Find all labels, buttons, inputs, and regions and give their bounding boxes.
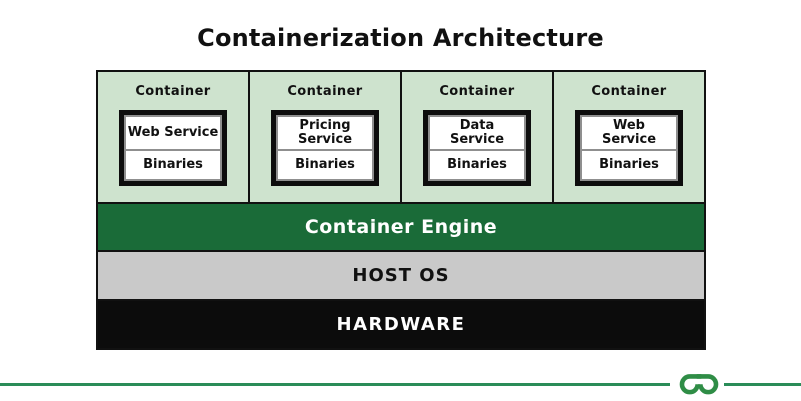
service-box: Web Service Binaries [575, 110, 683, 186]
hardware-layer: HARDWARE [98, 299, 704, 350]
container-label: Container [287, 84, 363, 99]
binaries-label: Binaries [126, 149, 220, 179]
containers-row: Container Web Service Binaries Container… [98, 72, 704, 202]
diagram-title: Containerization Architecture [197, 24, 604, 52]
container-label: Container [439, 84, 515, 99]
host-os-layer: HOST OS [98, 250, 704, 299]
container-box-1: Container Web Service Binaries [98, 72, 250, 202]
service-name: Web Service [127, 125, 219, 141]
footer-rule-left [0, 383, 670, 386]
binaries-label: Binaries [582, 149, 676, 179]
footer-rule-right [724, 383, 801, 386]
container-box-4: Container Web Service Binaries [554, 72, 704, 202]
container-label: Container [591, 84, 667, 99]
architecture-stack: Container Web Service Binaries Container… [96, 70, 706, 350]
geeksforgeeks-logo-icon [679, 374, 719, 395]
container-label: Container [135, 84, 211, 99]
container-box-3: Container Data Service Binaries [402, 72, 554, 202]
service-name: Web Service [601, 118, 657, 148]
service-box: Pricing Service Binaries [271, 110, 379, 186]
container-box-2: Container Pricing Service Binaries [250, 72, 402, 202]
binaries-label: Binaries [430, 149, 524, 179]
service-box: Web Service Binaries [119, 110, 227, 186]
binaries-label: Binaries [278, 149, 372, 179]
service-name: Data Service [449, 118, 505, 148]
container-engine-layer: Container Engine [98, 202, 704, 250]
service-name: Pricing Service [297, 118, 353, 148]
service-box: Data Service Binaries [423, 110, 531, 186]
